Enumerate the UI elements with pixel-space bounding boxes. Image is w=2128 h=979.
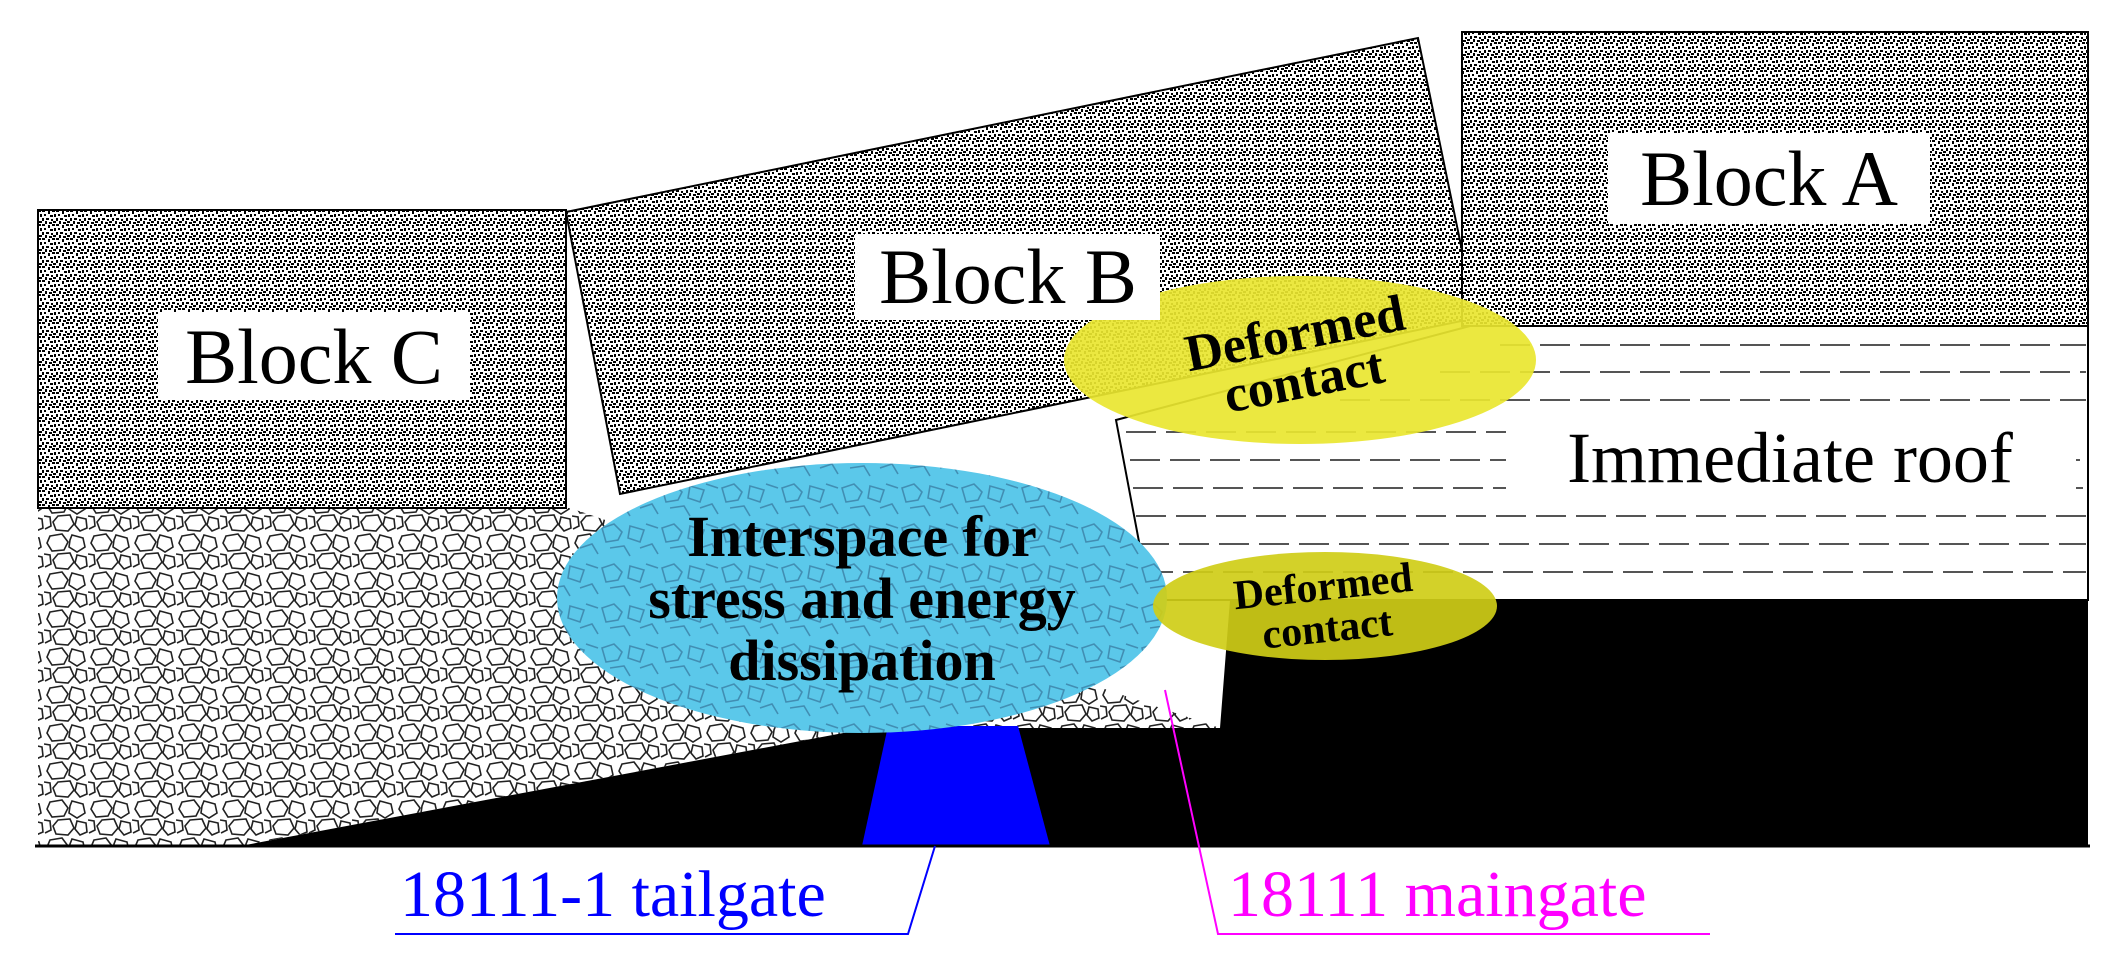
coal-seam <box>240 600 2088 846</box>
interspace-label-line1: Interspace for <box>687 504 1037 569</box>
deformed-contact-zone-upper <box>1064 276 1536 444</box>
block-b-label-bg <box>855 234 1160 320</box>
tailgate-leader-line <box>395 845 936 935</box>
maingate-leader-line <box>1164 689 1710 935</box>
block-c-label: Block C <box>185 313 443 400</box>
interspace-label-line2: stress and energy <box>648 566 1075 631</box>
interspace-crack-texture <box>557 463 1167 733</box>
maingate-label: 18111 maingate <box>1228 858 1647 931</box>
block-a-label-bg <box>1608 134 1930 224</box>
immediate-roof-label: Immediate roof <box>1567 418 2013 498</box>
block-b-label: Block B <box>879 233 1137 320</box>
block-a-label: Block A <box>1640 135 1898 222</box>
immediate-roof-label-bg <box>1506 418 2076 498</box>
deformed-contact-zone-lower <box>1153 552 1497 660</box>
interspace-label-line3: dissipation <box>728 628 996 693</box>
tailgate-entry <box>862 726 1050 846</box>
tailgate-label: 18111-1 tailgate <box>400 858 826 931</box>
block-c-label-bg <box>158 312 470 400</box>
